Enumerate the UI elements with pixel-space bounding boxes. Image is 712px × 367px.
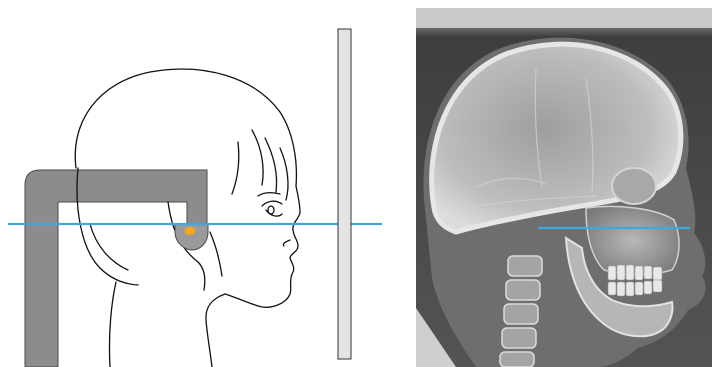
maxilla: [586, 207, 679, 275]
detector-plate: [338, 29, 351, 359]
positioning-diagram: [0, 0, 400, 367]
ear-rod-marker: [185, 227, 196, 235]
xray-image: [416, 8, 712, 367]
orbit: [612, 168, 656, 204]
ear-rod-frame: [25, 170, 207, 367]
